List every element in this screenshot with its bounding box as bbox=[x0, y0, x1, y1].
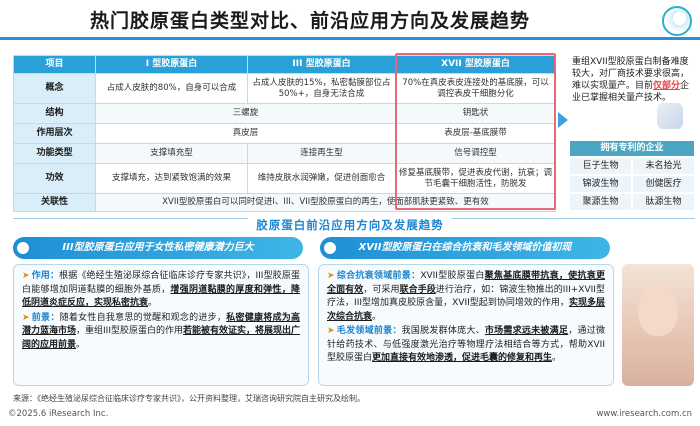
face-icon bbox=[638, 284, 678, 336]
xvii-highlight-box bbox=[395, 53, 556, 210]
note-text: 企业已掌握相关量产技术。 bbox=[572, 81, 690, 103]
bullet-circle-icon bbox=[322, 240, 338, 256]
row-label: 概念 bbox=[13, 73, 96, 104]
paragraph: ➤前景：随着女性自我意思的觉醒和观念的进步，私密健康将成为高潜力蓝海市场，重组I… bbox=[22, 312, 300, 350]
table-header: I 型胶原蛋白 bbox=[95, 55, 248, 74]
arrow-bullet-icon: ➤ bbox=[327, 271, 335, 281]
bullet-circle-icon bbox=[15, 240, 31, 256]
paragraph: ➤毛发领域前景：我国脱发群体庞大、市场需求远未被满足，通过微针给药技术、与低强度… bbox=[327, 326, 605, 363]
company-item: 创健医疗 bbox=[633, 176, 694, 192]
capsule-image-icon bbox=[657, 103, 683, 129]
table-row: 关联性 XVII型胶原蛋白可以同时促进I、III、VII型胶原蛋白的再生，使面部… bbox=[13, 193, 556, 212]
row-label: 作用层次 bbox=[13, 123, 96, 144]
row-label: 功效 bbox=[13, 163, 96, 194]
row-label: 功能类型 bbox=[13, 143, 96, 164]
left-banner: III型胶原蛋白应用于女性私密健康潜力巨大 bbox=[13, 237, 303, 259]
table-cell: 三螺旋 bbox=[95, 103, 396, 124]
right-content-card: ➤综合抗衰领域前景：XVII型胶原蛋白聚焦基底膜带抗衰，使抗衰更全面有效，可采用… bbox=[318, 264, 614, 386]
arrow-bullet-icon: ➤ bbox=[22, 312, 30, 323]
arrow-bullet-icon: ➤ bbox=[22, 271, 30, 281]
table-cell: 70%在真皮表皮连接处的基底膜，可以调控表皮干细胞分化 bbox=[395, 73, 556, 104]
page-title: 热门胶原蛋白类型对比、前沿应用方向及发展趋势 bbox=[89, 10, 530, 32]
table-cell: 占成人皮肤的80%，自身可以合成 bbox=[95, 73, 248, 104]
note-highlight: 仅部分 bbox=[653, 81, 681, 91]
company-item: 聚源生物 bbox=[570, 194, 631, 210]
production-note: 重组XVII型胶原蛋白制备难度较大，对厂商技术要求很高，难以实现量产。目前仅部分… bbox=[572, 56, 694, 104]
patent-companies-title: 拥有专利的企业 bbox=[570, 141, 694, 156]
table-row: 概念 占成人皮肤的80%，自身可以合成 占成人皮肤的15%，私密黏膜部位占50%… bbox=[13, 73, 556, 104]
table-cell: 表皮层-基底膜带 bbox=[395, 123, 556, 144]
row-label: 关联性 bbox=[13, 193, 96, 212]
company-item: 锦波生物 bbox=[570, 176, 631, 192]
iresearch-logo-icon bbox=[662, 6, 692, 36]
company-item: 未名拾光 bbox=[633, 158, 694, 174]
table-cell: 维持皮肤水润弹嫩，促进创面愈合 bbox=[247, 163, 396, 194]
table-cell: 支撑填充型 bbox=[95, 143, 248, 164]
section-title: 胶原蛋白前沿应用方向及发展趋势 bbox=[0, 214, 700, 233]
table-header: III 型胶原蛋白 bbox=[247, 55, 396, 74]
table-row: 结构 三螺旋 钥匙状 bbox=[13, 103, 556, 124]
row-label: 结构 bbox=[13, 103, 96, 124]
website-link[interactable]: www.iresearch.com.cn bbox=[596, 409, 692, 419]
table-cell: 信号调控型 bbox=[395, 143, 556, 164]
company-item: 巨子生物 bbox=[570, 158, 631, 174]
arrow-right-icon bbox=[558, 112, 568, 128]
table-cell: 连接再生型 bbox=[247, 143, 396, 164]
table-row: 功效 支撑填充，达到紧致饱满的效果 维持皮肤水润弹嫩，促进创面愈合 修复基底膜带… bbox=[13, 163, 556, 194]
collagen-comparison-table: 项目 I 型胶原蛋白 III 型胶原蛋白 XVII 型胶原蛋白 概念 占成人皮肤… bbox=[13, 55, 556, 212]
title-divider bbox=[0, 37, 700, 40]
right-banner: XVII型胶原蛋白在综合抗衰和毛发领域价值初现 bbox=[320, 237, 610, 259]
table-row: 作用层次 真皮层 表皮层-基底膜带 bbox=[13, 123, 556, 144]
paragraph: ➤综合抗衰领域前景：XVII型胶原蛋白聚焦基底膜带抗衰，使抗衰更全面有效，可采用… bbox=[327, 271, 605, 322]
arrow-bullet-icon: ➤ bbox=[327, 326, 335, 336]
table-cell: XVII型胶原蛋白可以同时促进I、III、VII型胶原蛋白的再生，使面部肌肤更紧… bbox=[95, 193, 556, 212]
company-item: 肽源生物 bbox=[633, 194, 694, 210]
table-cell: 支撑填充，达到紧致饱满的效果 bbox=[95, 163, 248, 194]
table-header: 项目 bbox=[13, 55, 96, 74]
source-note: 来源：《绝经生殖泌尿综合征临床诊疗专家共识》，公开资料整理，艾瑞咨询研究院自主研… bbox=[13, 394, 365, 403]
left-content-card: ➤作用：根据《绝经生殖泌尿综合征临床诊疗专家共识》，III型胶原蛋白能够增加阴道… bbox=[13, 264, 309, 386]
model-portrait-image bbox=[622, 264, 694, 386]
table-cell: 修复基底膜带，促进表皮代谢，抗衰；调节毛囊干细胞活性，防脱发 bbox=[395, 163, 556, 194]
note-text: 重组XVII型胶原蛋白制备难度较大，对厂商技术要求很高，难以实现量产。目前 bbox=[572, 57, 690, 91]
table-cell: 真皮层 bbox=[95, 123, 396, 144]
copyright: ©2025.6 iResearch Inc. bbox=[8, 409, 109, 419]
patent-companies-grid: 巨子生物 未名拾光 锦波生物 创健医疗 聚源生物 肽源生物 bbox=[570, 158, 694, 210]
table-row: 功能类型 支撑填充型 连接再生型 信号调控型 bbox=[13, 143, 556, 164]
paragraph: ➤作用：根据《绝经生殖泌尿综合征临床诊疗专家共识》，III型胶原蛋白能够增加阴道… bbox=[22, 271, 300, 308]
table-cell: 占成人皮肤的15%，私密黏膜部位占50%+，自身无法合成 bbox=[247, 73, 396, 104]
